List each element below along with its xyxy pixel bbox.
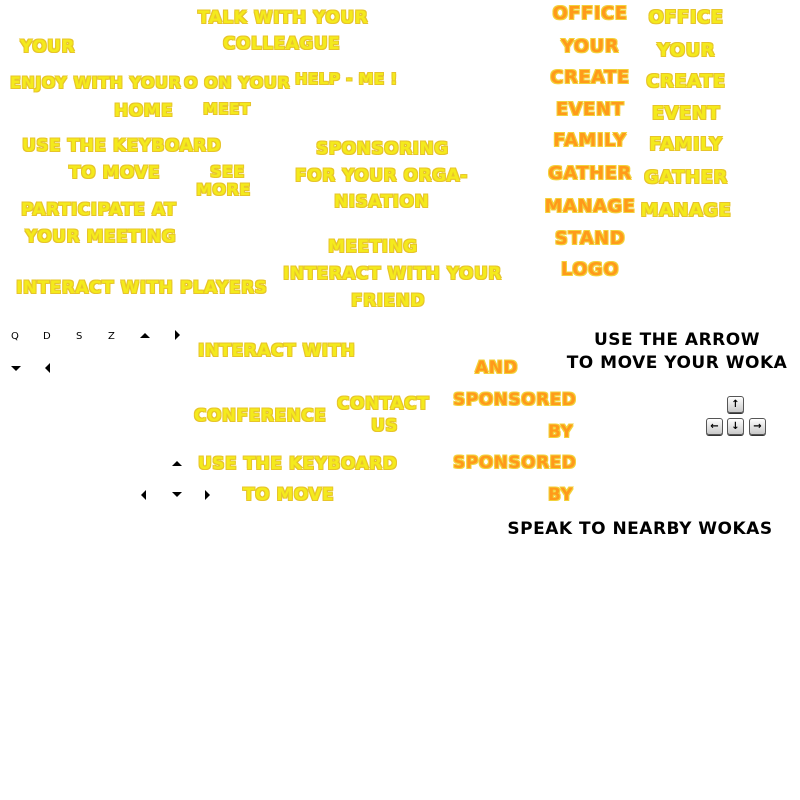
sign-conference: Conference: [194, 406, 327, 426]
sign-word-logo: Logo: [560, 259, 620, 280]
sign-sponsored-2: Sponsored: [453, 453, 577, 473]
key-q-label: Q: [11, 331, 19, 342]
arrow-key-up-icon: ↑: [727, 396, 744, 413]
sign-see: See: [210, 162, 245, 181]
arrow-key-down-icon: ↓: [727, 418, 744, 435]
speak-hint: SPEAK TO NEARBY WOKAS: [507, 519, 773, 539]
arrow-left-icon: [45, 363, 50, 373]
sign-word-gather: Gather: [644, 167, 728, 188]
sign-home: Home: [114, 101, 174, 121]
sign-sponsoring: Sponsoring: [316, 139, 449, 159]
sign-word-family: Family: [649, 134, 723, 155]
sign-meet: Meet: [203, 100, 251, 118]
arrow-key-right-icon: →: [749, 418, 766, 435]
sign-enjoy-with-your: Enjoy with your: [10, 73, 182, 92]
arrow-hint-line-1: USE THE ARROW: [594, 330, 760, 350]
arrow-hint-line-2: TO MOVE YOUR WOKA: [566, 353, 788, 373]
arrow-down-icon: [11, 366, 21, 371]
arrow-key-left-icon: ←: [706, 418, 723, 435]
key-d-label: D: [43, 331, 51, 342]
sign-more: more: [196, 180, 251, 199]
key-z-label: Z: [108, 331, 115, 342]
sign-to-move-2: to move: [243, 485, 335, 505]
sign-help-me: Help - me !: [295, 70, 398, 88]
sign-word-manage: Manage: [544, 196, 636, 217]
sign-contact: Contact: [337, 394, 430, 414]
sign-word-office: Office: [552, 3, 628, 24]
key-s-label: S: [76, 331, 83, 342]
sign-word-create: Create: [646, 71, 726, 92]
sign-your: Your: [20, 37, 76, 57]
sign-word-gather: Gather: [548, 163, 632, 184]
sign-us: us: [371, 416, 399, 436]
sign-your-meeting: your meeting: [25, 227, 177, 247]
sign-friend: friend: [351, 291, 425, 311]
arrow-up-icon: [140, 333, 150, 338]
arrow-down-icon: [172, 492, 182, 497]
sign-by-2: by: [548, 485, 574, 505]
arrow-right-icon: [175, 330, 180, 340]
arrow-left-icon: [141, 490, 146, 500]
sign-word-office: Office: [648, 7, 724, 28]
sign-use-the-keyboard-1: Use the keyboard: [22, 136, 222, 156]
sign-word-stand: Stand: [554, 228, 626, 249]
sign-meeting: Meeting: [328, 237, 418, 257]
sign-interact-with: Interact with: [198, 341, 356, 361]
sign-talk-with-your: Talk with your: [198, 8, 369, 28]
sign-word-create: Create: [550, 67, 630, 88]
sign-use-the-keyboard-2: Use the keyboard: [198, 454, 398, 474]
sign-for-your-orga: for your orga-: [295, 166, 468, 186]
sign-word-family: Family: [553, 130, 627, 151]
sign-word-your: your: [656, 40, 716, 61]
arrow-right-icon: [205, 490, 210, 500]
sign-word-event: Event: [651, 103, 721, 124]
sign-nisation: nisation: [334, 192, 430, 212]
sign-word-event: Event: [555, 99, 625, 120]
sign-participate-at: Participate at: [21, 200, 177, 220]
sign-and: and: [475, 358, 518, 378]
sign-interact-with-your: Interact with your: [283, 264, 502, 284]
arrow-up-icon: [172, 461, 182, 466]
sign-interact-with-players: Interact with players: [16, 278, 268, 298]
sign-word-your: your: [560, 36, 620, 57]
sign-colleague: colleague: [223, 34, 341, 54]
sign-word-manage: Manage: [640, 200, 732, 221]
sign-o-on-your: O on your: [184, 73, 291, 92]
sign-to-move-1: to move: [69, 163, 161, 183]
sign-sponsored-1: Sponsored: [453, 390, 577, 410]
sign-by-1: by: [548, 422, 574, 442]
